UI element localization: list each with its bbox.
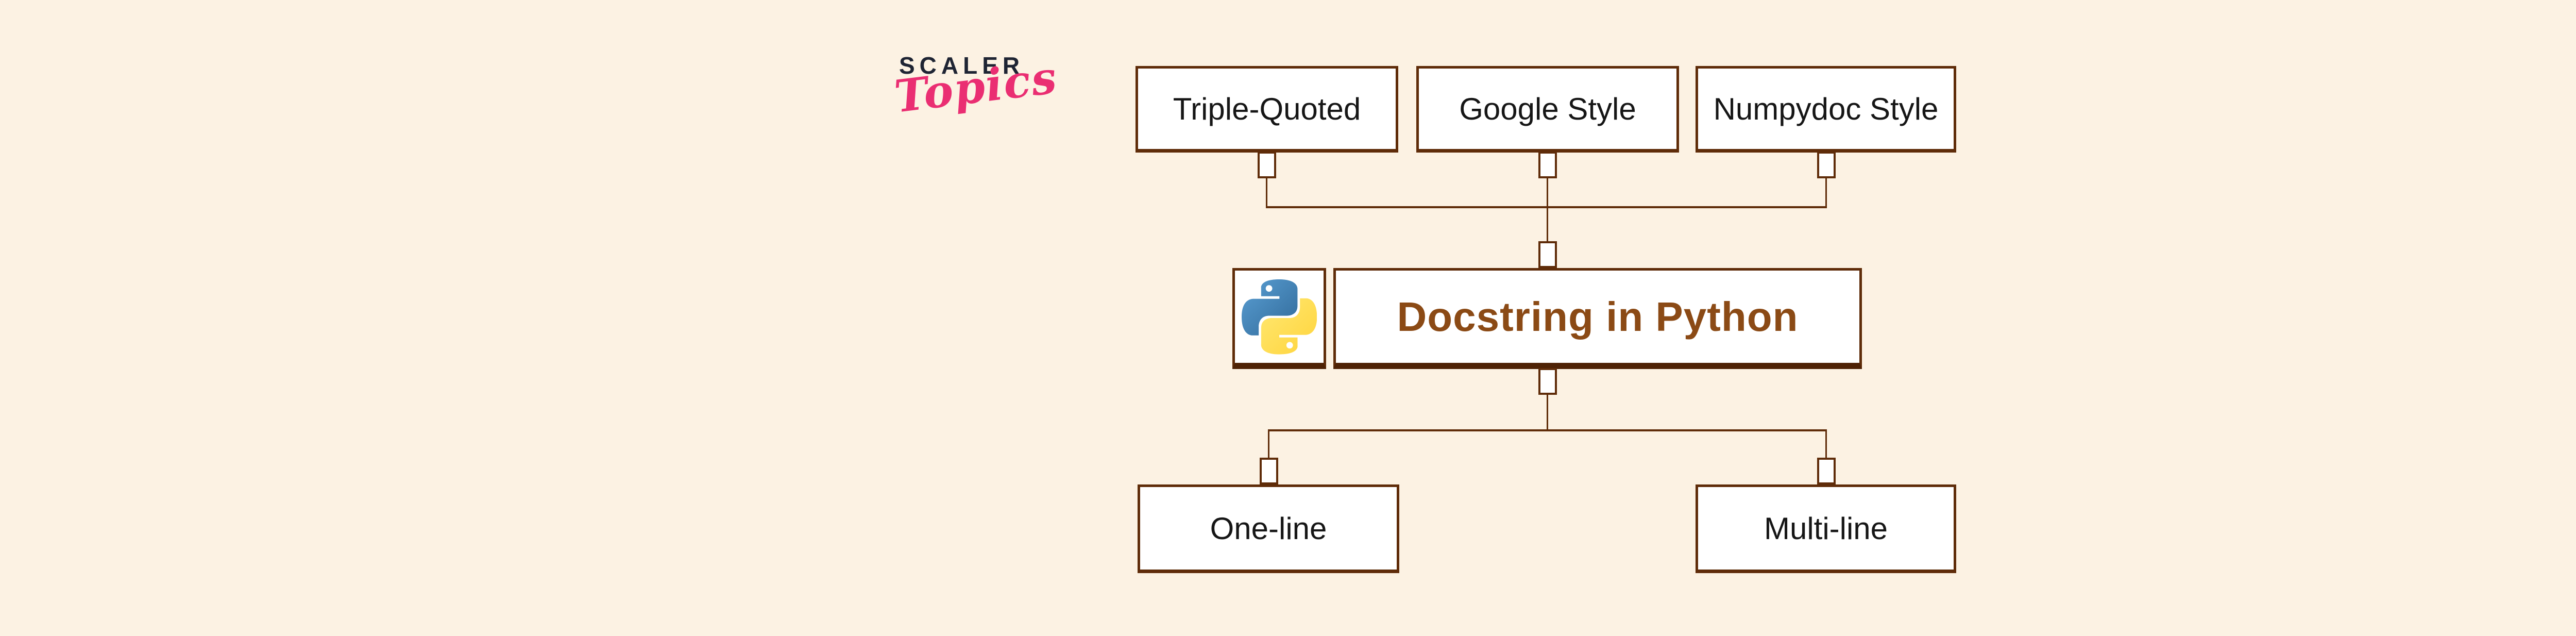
- connector-stub-numpydoc-style: [1817, 152, 1836, 178]
- node-multi-line: Multi-line: [1696, 484, 1956, 573]
- connector-stub-multi-line: [1817, 458, 1836, 484]
- python-logo-icon: [1242, 279, 1317, 355]
- node-label: Multi-line: [1764, 511, 1888, 546]
- connector-stub-one-line: [1260, 458, 1278, 484]
- node-label: Numpydoc Style: [1713, 91, 1939, 126]
- connector-line: [1266, 177, 1267, 207]
- node-triple-quoted: Triple-Quoted: [1136, 66, 1398, 153]
- node-label: One-line: [1210, 511, 1327, 546]
- connector-line: [1825, 431, 1827, 458]
- root-title: Docstring in Python: [1397, 293, 1799, 340]
- connector-bus-top: [1266, 206, 1827, 208]
- connector-bus-bottom: [1268, 429, 1827, 431]
- connector-stub-root-top: [1538, 241, 1557, 268]
- connector-line: [1825, 177, 1827, 207]
- node-label: Triple-Quoted: [1173, 91, 1361, 126]
- connector-line: [1268, 431, 1269, 458]
- connector-stub-triple-quoted: [1258, 152, 1276, 178]
- node-docstring-in-python: Docstring in Python: [1333, 268, 1862, 369]
- node-label: Google Style: [1459, 91, 1636, 126]
- connector-stub-root-bottom: [1538, 368, 1557, 395]
- connector-line: [1547, 394, 1548, 430]
- scaler-wordmark: SCALER: [899, 52, 1025, 79]
- connector-line: [1547, 177, 1548, 207]
- python-icon-box: [1232, 268, 1326, 369]
- node-google-style: Google Style: [1416, 66, 1679, 153]
- node-one-line: One-line: [1138, 484, 1399, 573]
- node-numpydoc-style: Numpydoc Style: [1696, 66, 1956, 153]
- connector-stub-google-style: [1538, 152, 1557, 178]
- connector-line: [1547, 208, 1548, 241]
